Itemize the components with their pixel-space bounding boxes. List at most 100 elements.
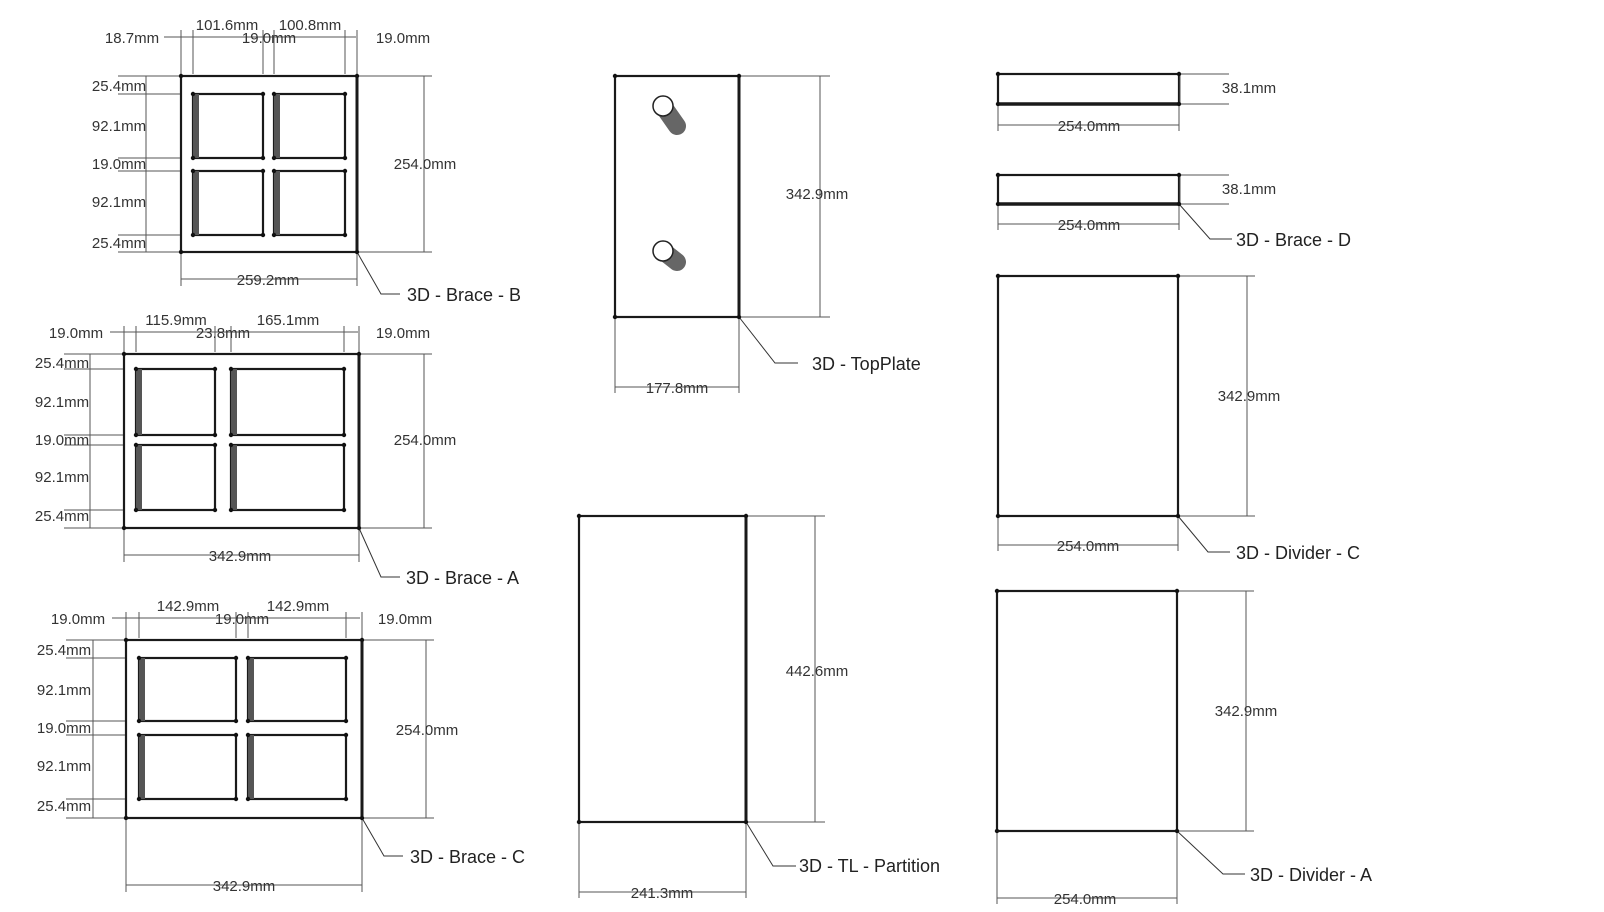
brace-d-drawing bbox=[996, 72, 1232, 240]
brace-a-width: 342.9mm bbox=[209, 548, 272, 565]
vertex-dot bbox=[133, 432, 139, 438]
divider-a-height: 342.9mm bbox=[1215, 703, 1278, 720]
vertex-dot bbox=[245, 718, 251, 724]
vertex-dot bbox=[342, 91, 348, 97]
vertex-dot bbox=[133, 366, 139, 372]
brace-b-left-3: 19.0mm bbox=[92, 156, 146, 173]
vertex-dot bbox=[342, 168, 348, 174]
vertex-dot bbox=[743, 819, 749, 825]
brace-b-left-1: 25.4mm bbox=[92, 78, 146, 95]
vertex-dot bbox=[341, 442, 347, 448]
topplate-drawing bbox=[613, 74, 830, 393]
vertex-dot bbox=[228, 442, 234, 448]
vertex-dot bbox=[1175, 513, 1181, 519]
vertex-dot bbox=[995, 172, 1001, 178]
brace-a-drawing bbox=[64, 326, 432, 578]
brace-b-dimensions: 18.7mm 101.6mm 19.0mm 100.8mm 19.0mm 25.… bbox=[92, 17, 521, 305]
brace-a-label: 3D - Brace - A bbox=[406, 568, 519, 588]
brace-c-left-2: 92.1mm bbox=[37, 682, 91, 699]
vertex-dot bbox=[133, 507, 139, 513]
brace-a-dimensions: 19.0mm 115.9mm 23.8mm 165.1mm 19.0mm 25.… bbox=[35, 312, 519, 588]
vertex-dot bbox=[995, 71, 1001, 77]
vertex-dot bbox=[212, 507, 218, 513]
tl-partition-drawing bbox=[577, 514, 825, 898]
vertex-dot bbox=[1176, 101, 1182, 107]
vertex-dot bbox=[343, 732, 349, 738]
vertex-dot bbox=[190, 91, 196, 97]
brace-c-top-1: 19.0mm bbox=[51, 611, 105, 628]
divider-a-width: 254.0mm bbox=[1054, 891, 1117, 908]
vertex-dot bbox=[121, 525, 127, 531]
divider-c-drawing bbox=[996, 274, 1255, 553]
topplate-dimensions: 342.9mm 177.8mm 3D - TopPlate bbox=[646, 186, 921, 397]
vertex-dot bbox=[359, 815, 365, 821]
brace-c-left-5: 25.4mm bbox=[37, 798, 91, 815]
brace-b-top-5: 19.0mm bbox=[376, 30, 430, 47]
vertex-dot bbox=[212, 432, 218, 438]
brace-d-dimensions: 38.1mm 254.0mm 38.1mm 254.0mm 3D - Brace… bbox=[1058, 80, 1351, 250]
vertex-dot bbox=[1176, 71, 1182, 77]
divider-c-label: 3D - Divider - C bbox=[1236, 543, 1360, 563]
vertex-dot bbox=[271, 168, 277, 174]
brace-b-top-3: 19.0mm bbox=[242, 30, 296, 47]
vertex-dot bbox=[1175, 273, 1181, 279]
divider-a-dimensions: 342.9mm 254.0mm 3D - Divider - A bbox=[1054, 703, 1372, 908]
vertex-dot bbox=[356, 351, 362, 357]
vertex-dot bbox=[343, 796, 349, 802]
tl-partition-height: 442.6mm bbox=[786, 663, 849, 680]
vertex-dot bbox=[341, 432, 347, 438]
brace-a-top-2: 115.9mm bbox=[145, 312, 206, 329]
brace-b-top-4: 100.8mm bbox=[279, 17, 342, 34]
brace-a-left-4: 92.1mm bbox=[35, 469, 89, 486]
vertex-dot bbox=[271, 232, 277, 238]
vertex-dot bbox=[736, 73, 742, 79]
brace-b-left-5: 25.4mm bbox=[92, 235, 146, 252]
vertex-dot bbox=[260, 232, 266, 238]
tl-partition-width: 241.3mm bbox=[631, 885, 694, 902]
vertex-dot bbox=[343, 655, 349, 661]
brace-c-top-2: 142.9mm bbox=[157, 598, 220, 615]
brace-a-left-3: 19.0mm bbox=[35, 432, 89, 449]
brace-c-width: 342.9mm bbox=[213, 878, 276, 895]
vertex-dot bbox=[190, 168, 196, 174]
vertex-dot bbox=[260, 155, 266, 161]
vertex-dot bbox=[743, 513, 749, 519]
vertex-dot bbox=[354, 249, 360, 255]
brace-c-top-5: 19.0mm bbox=[378, 611, 432, 628]
brace-a-height: 254.0mm bbox=[394, 432, 457, 449]
divider-a-label: 3D - Divider - A bbox=[1250, 865, 1372, 885]
vertex-dots bbox=[121, 71, 1182, 834]
tl-partition-label: 3D - TL - Partition bbox=[799, 856, 940, 876]
vertex-dot bbox=[271, 155, 277, 161]
brace-c-top-4: 142.9mm bbox=[267, 598, 330, 615]
vertex-dot bbox=[136, 732, 142, 738]
vertex-dot bbox=[260, 91, 266, 97]
vertex-dot bbox=[123, 815, 129, 821]
vertex-dot bbox=[133, 442, 139, 448]
vertex-dot bbox=[994, 588, 1000, 594]
brace-c-top-3: 19.0mm bbox=[215, 611, 269, 628]
vertex-dot bbox=[178, 249, 184, 255]
brace-c-drawing bbox=[66, 612, 434, 892]
vertex-dot bbox=[245, 796, 251, 802]
vertex-dot bbox=[136, 718, 142, 724]
brace-b-left-4: 92.1mm bbox=[92, 194, 146, 211]
vertex-dot bbox=[1176, 172, 1182, 178]
brace-d-label: 3D - Brace - D bbox=[1236, 230, 1351, 250]
vertex-dot bbox=[995, 201, 1001, 207]
vertex-dot bbox=[995, 101, 1001, 107]
brace-c-left-4: 92.1mm bbox=[37, 758, 91, 775]
vertex-dot bbox=[342, 155, 348, 161]
vertex-dot bbox=[245, 732, 251, 738]
brace-c-dimensions: 19.0mm 142.9mm 19.0mm 142.9mm 19.0mm 25.… bbox=[37, 598, 525, 895]
vertex-dot bbox=[354, 73, 360, 79]
vertex-dot bbox=[576, 819, 582, 825]
vertex-dot bbox=[233, 796, 239, 802]
vertex-dot bbox=[359, 637, 365, 643]
brace-b-left-2: 92.1mm bbox=[92, 118, 146, 135]
vertex-dot bbox=[228, 507, 234, 513]
brace-a-top-3: 23.8mm bbox=[196, 325, 250, 342]
vertex-dot bbox=[994, 828, 1000, 834]
vertex-dot bbox=[121, 351, 127, 357]
